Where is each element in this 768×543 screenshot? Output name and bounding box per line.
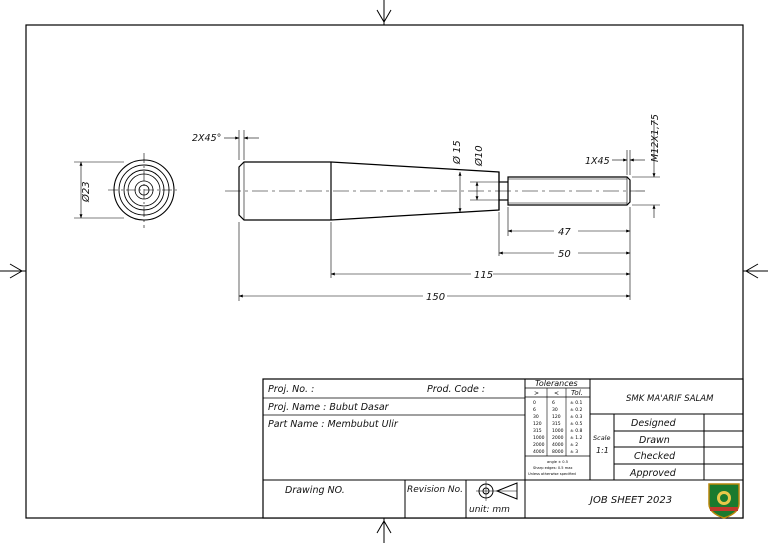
dimension-lines bbox=[224, 120, 660, 301]
revision-no-label: Revision No. bbox=[407, 485, 463, 495]
dim-dia-15: Ø 15 bbox=[451, 140, 463, 165]
role-checked: Checked bbox=[634, 451, 676, 462]
proj-name: Proj. Name : Bubut Dasar bbox=[268, 402, 390, 413]
tolerance-cell: ± 1.2 bbox=[570, 435, 582, 441]
tolerance-cell: ± 0.3 bbox=[570, 414, 582, 420]
tol-note-angle: angle ± 0.5 bbox=[547, 460, 568, 464]
shaft-side-view bbox=[225, 161, 645, 221]
tol-header-tol: Tol. bbox=[571, 389, 583, 397]
tolerance-cell: 4000 bbox=[533, 449, 545, 455]
tolerance-cell: 6 bbox=[533, 407, 536, 413]
tolerance-cell: 6 bbox=[552, 400, 555, 406]
dim-chamfer-right: 1X45 bbox=[585, 156, 610, 167]
part-name: Part Name : Membubut Ulir bbox=[268, 419, 399, 430]
tolerance-cell: 30 bbox=[552, 407, 558, 413]
role-drawn: Drawn bbox=[639, 435, 670, 446]
tolerance-cell: ± 0.5 bbox=[570, 421, 582, 427]
tol-header-lt: < bbox=[554, 390, 559, 397]
tolerance-cell: 2000 bbox=[533, 442, 545, 448]
dim-chamfer-left: 2X45° bbox=[192, 133, 221, 144]
tolerance-cell: 0 bbox=[533, 400, 536, 406]
dim-len-150: 150 bbox=[426, 292, 445, 303]
role-designed: Designed bbox=[631, 418, 677, 429]
tolerance-cell: 120 bbox=[533, 421, 542, 427]
proj-no-label: Proj. No. : bbox=[268, 384, 314, 395]
dim-dia-23: Ø23 bbox=[80, 181, 92, 203]
dim-dia-10: Ø10 bbox=[473, 145, 485, 167]
job-sheet-title: JOB SHEET 2023 bbox=[588, 495, 672, 506]
tolerance-cell: ± 0.8 bbox=[570, 428, 582, 434]
tolerance-cell: 315 bbox=[552, 421, 561, 427]
tolerance-cell: 1000 bbox=[533, 435, 545, 441]
first-angle-projection-icon bbox=[476, 481, 518, 501]
dim-len-47: 47 bbox=[558, 227, 571, 238]
tol-note-edges: Sharp edges: 0.5 max bbox=[533, 466, 573, 470]
tol-note-unless: Unless otherwise specified bbox=[528, 472, 576, 476]
tolerance-cell: 315 bbox=[533, 428, 542, 434]
role-approved: Approved bbox=[629, 468, 677, 479]
tolerance-cell: 4000 bbox=[552, 442, 564, 448]
dim-thread: M12X1,75 bbox=[650, 114, 661, 162]
tolerance-cell: 2000 bbox=[552, 435, 564, 441]
scale-value: 1:1 bbox=[596, 446, 609, 455]
tolerance-cell: 8000 bbox=[552, 449, 564, 455]
tolerance-cell: ± 0.1 bbox=[570, 400, 582, 406]
dim-len-50: 50 bbox=[558, 249, 571, 260]
drawing-no-label: Drawing NO. bbox=[285, 485, 345, 496]
dim-len-115: 115 bbox=[474, 270, 493, 281]
prod-code-label: Prod. Code : bbox=[427, 384, 485, 395]
tolerance-cell: 30 bbox=[533, 414, 539, 420]
tolerances-title: Tolerances bbox=[535, 379, 578, 388]
unit-label: unit: mm bbox=[469, 505, 510, 515]
tolerance-cell: ± 3 bbox=[570, 449, 578, 455]
tolerance-cell: 1000 bbox=[552, 428, 564, 434]
end-view bbox=[74, 153, 180, 228]
title-block bbox=[262, 378, 744, 519]
tolerance-cell: ± 2 bbox=[570, 442, 578, 448]
school-shield-logo-icon bbox=[708, 483, 740, 519]
tolerance-cell: 120 bbox=[552, 414, 561, 420]
tol-header-gt: > bbox=[534, 390, 539, 397]
scale-label: Scale bbox=[593, 434, 611, 442]
school-name: SMK MA'ARIF SALAM bbox=[626, 394, 714, 404]
tolerance-cell: ± 0.2 bbox=[570, 407, 582, 413]
